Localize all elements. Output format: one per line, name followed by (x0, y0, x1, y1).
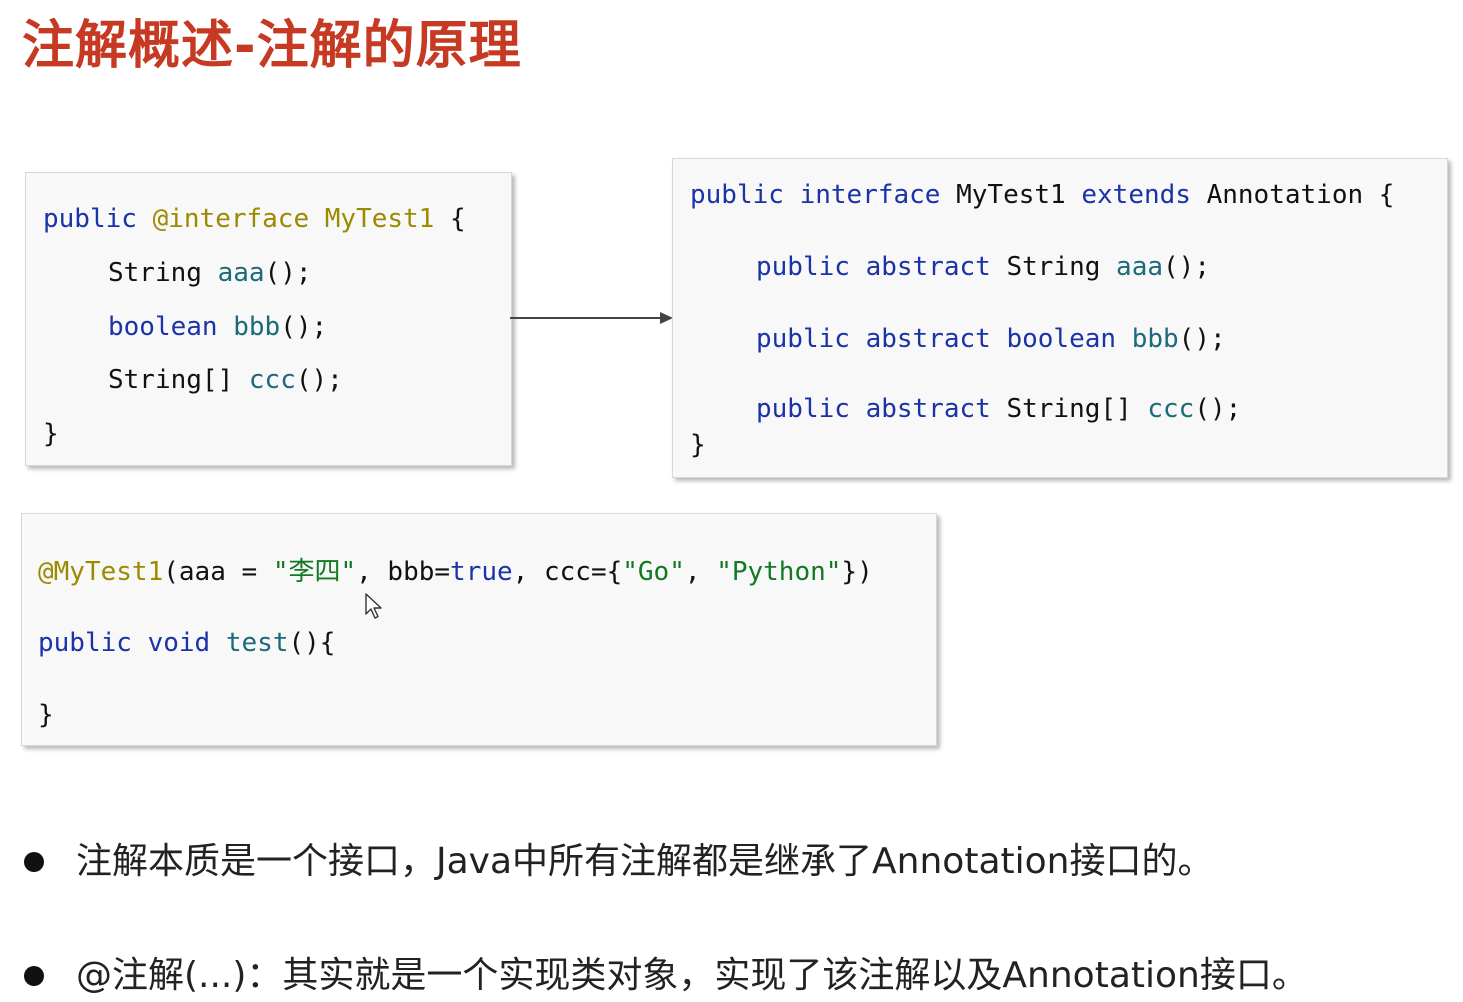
parent-type: Annotation { (1206, 180, 1395, 210)
code-punct: (){ (288, 628, 336, 658)
method-name: aaa (1116, 252, 1164, 282)
annotation-usage-code: @MyTest1(aaa = "李四", bbb=true, ccc={"Go"… (21, 513, 937, 746)
method-name: bbb (233, 312, 281, 342)
page-title: 注解概述-注解的原理 (22, 16, 522, 76)
brace: } (38, 700, 54, 730)
interface-name: MyTest1 (956, 180, 1066, 210)
type: boolean (108, 312, 218, 342)
code-punct: (); (264, 258, 312, 288)
code-line: boolean bbb(); (108, 311, 327, 343)
code-line: } (38, 699, 54, 731)
code-punct: (); (280, 312, 328, 342)
keyword: public (43, 204, 137, 234)
bullet-item: 注解本质是一个接口，Java中所有注解都是继承了Annotation接口的。 (24, 840, 1213, 884)
code-line: public abstract boolean bbb(); (756, 323, 1226, 355)
code-line: public abstract String aaa(); (756, 251, 1210, 283)
method-name: ccc (248, 365, 296, 395)
method-name: aaa (217, 258, 265, 288)
keyword: true (450, 557, 513, 587)
bullet-dot-icon (24, 852, 44, 872)
code-punct: , (684, 557, 717, 587)
code-punct: (); (1178, 324, 1226, 354)
code-punct: }) (841, 557, 873, 587)
keyword: extends (1081, 180, 1191, 210)
keyword: public (756, 394, 850, 424)
bullet-item: @注解(...)：其实就是一个实现类对象，实现了该注解以及Annotation接… (24, 954, 1308, 998)
keyword: public (690, 180, 784, 210)
code-punct: (); (295, 365, 343, 395)
keyword: public (756, 324, 850, 354)
string-literal: "Python" (716, 557, 842, 587)
annotation-usage: @MyTest1 (38, 557, 164, 587)
bullet-dot-icon (24, 966, 44, 986)
arrow-right-icon (510, 312, 673, 324)
bullet-text: @注解(...)：其实就是一个实现类对象，实现了该注解以及Annotation接… (76, 955, 1308, 996)
code-line: } (690, 429, 706, 461)
code-line: public @interface MyTest1 { (43, 203, 466, 235)
code-punct: , ccc={ (512, 557, 623, 587)
compiled-interface-code: public interface MyTest1 extends Annotat… (672, 158, 1448, 478)
code-punct: (); (1194, 394, 1242, 424)
code-line: String[] ccc(); (108, 364, 343, 396)
method-name: test (225, 628, 289, 658)
code-line: public void test(){ (38, 627, 335, 659)
keyword: void (147, 628, 211, 658)
string-literal: "李四" (272, 557, 357, 587)
keyword: public (38, 628, 132, 658)
code-punct: , bbb= (356, 557, 451, 587)
code-line: } (43, 418, 59, 450)
keyword: public (756, 252, 850, 282)
type: String[] (108, 365, 234, 395)
bullet-text: 注解本质是一个接口，Java中所有注解都是继承了Annotation接口的。 (76, 841, 1214, 882)
code-punct: (); (1163, 252, 1210, 282)
keyword: abstract (865, 394, 991, 424)
annotation-definition-code: public @interface MyTest1 { String aaa()… (25, 172, 512, 466)
code-punct: (aaa = (163, 557, 273, 587)
keyword: interface (799, 180, 941, 210)
keyword: abstract (865, 252, 991, 282)
method-name: ccc (1147, 394, 1195, 424)
code-line: String aaa(); (108, 257, 312, 289)
code-line: public abstract String[] ccc(); (756, 393, 1241, 425)
keyword: abstract (865, 324, 991, 354)
type: String (108, 258, 202, 288)
type: String[] (1006, 394, 1132, 424)
type: String (1006, 252, 1101, 282)
type: boolean (1006, 324, 1117, 354)
code-line: @MyTest1(aaa = "李四", bbb=true, ccc={"Go"… (38, 556, 873, 588)
annotation-declaration: @interface MyTest1 (152, 204, 435, 234)
brace: { (434, 204, 466, 234)
string-literal: "Go" (622, 557, 685, 587)
brace: } (43, 419, 59, 449)
brace: } (690, 430, 706, 460)
method-name: bbb (1131, 324, 1179, 354)
mouse-pointer-icon (365, 593, 382, 619)
code-line: public interface MyTest1 extends Annotat… (690, 179, 1394, 211)
